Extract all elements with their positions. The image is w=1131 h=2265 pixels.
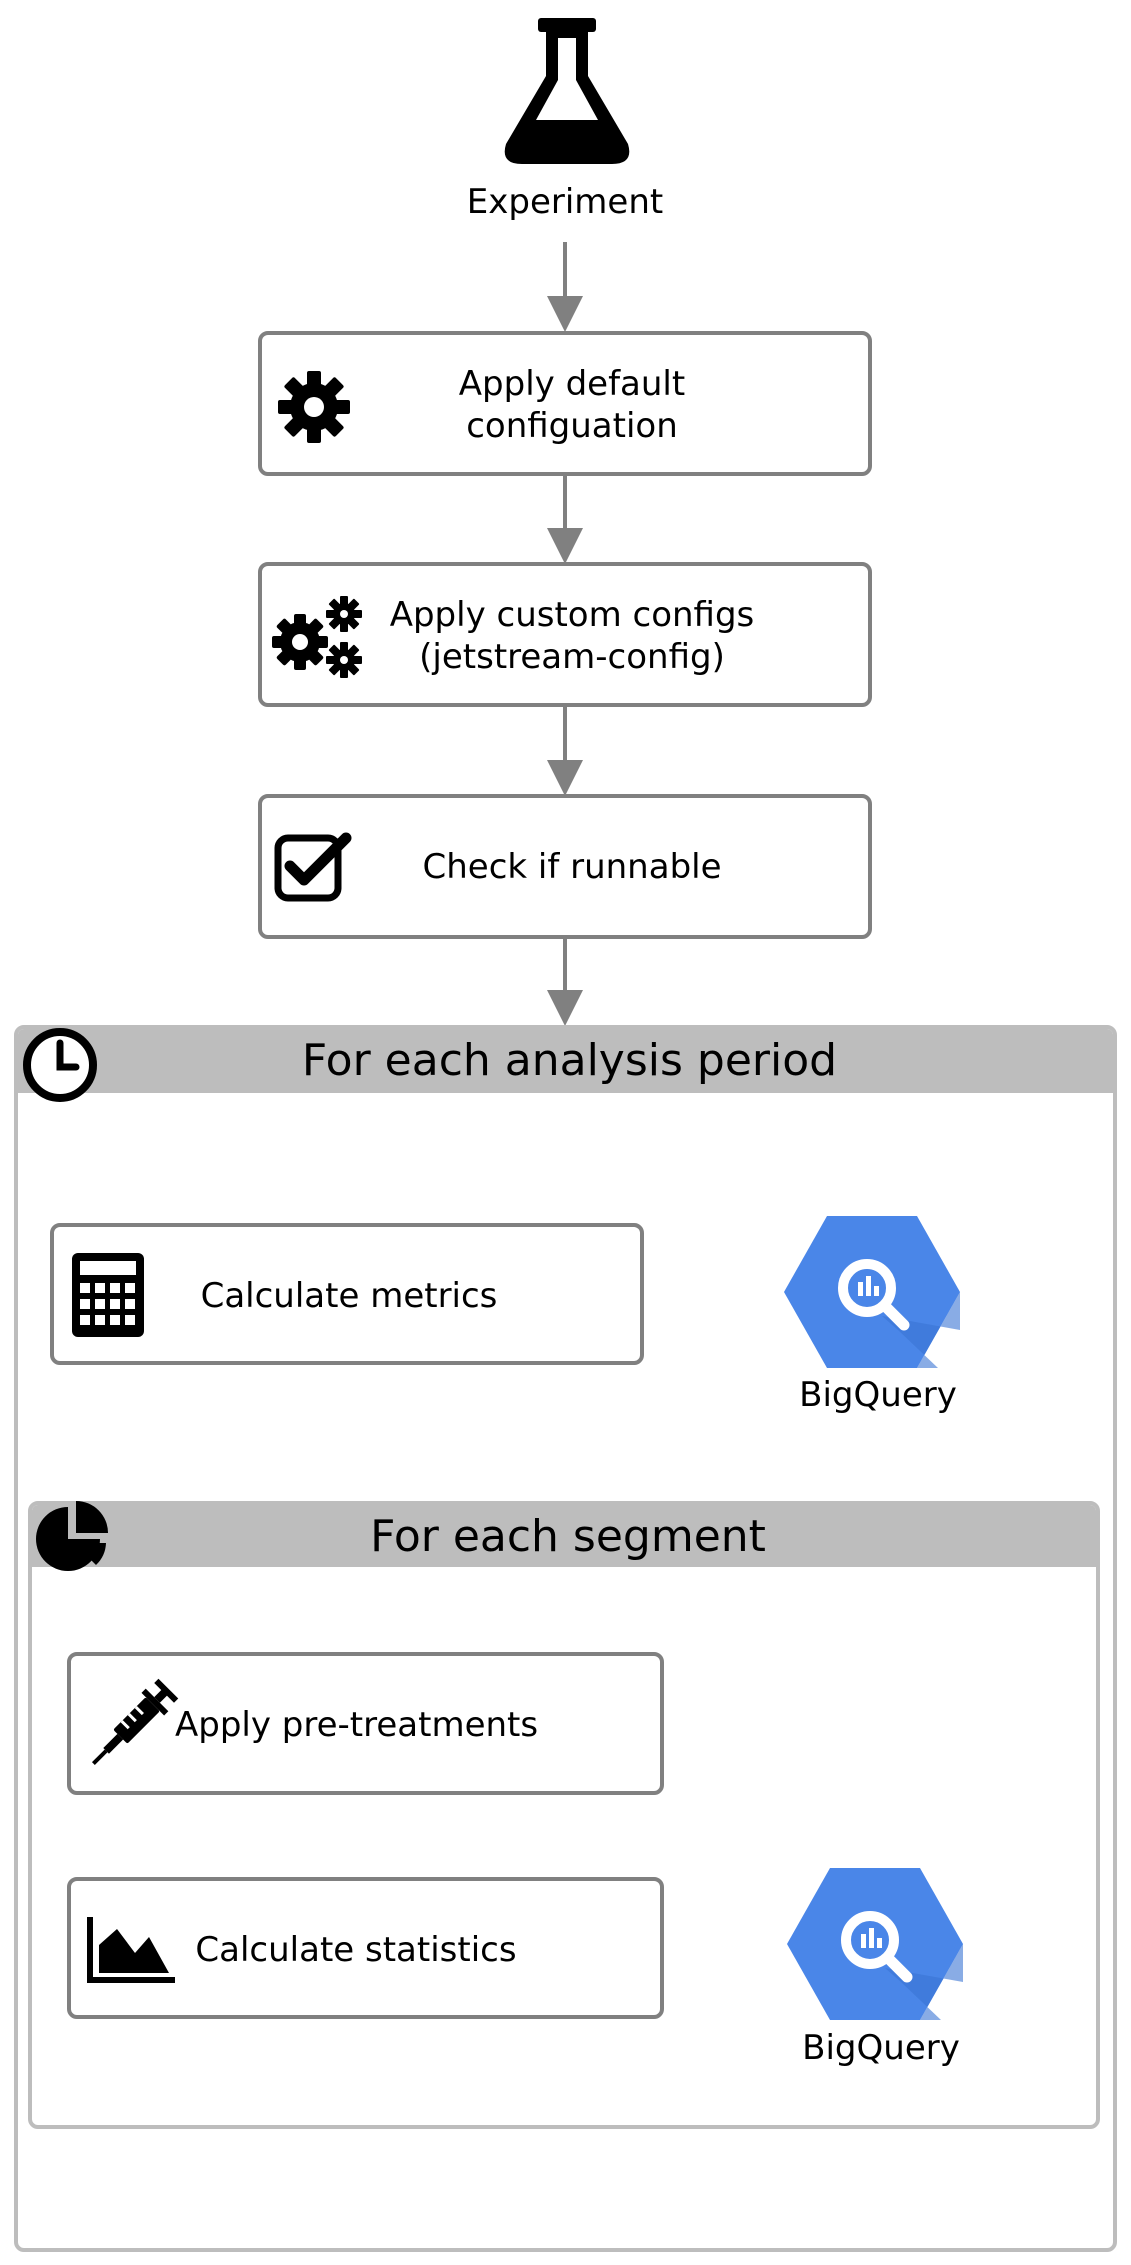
- apply-custom-line2: (jetstream-config): [419, 637, 725, 677]
- flask-icon: [504, 18, 630, 164]
- pie-chart-icon: [36, 1501, 108, 1571]
- apply-pretreatments-label: Apply pre-treatments: [175, 1705, 539, 1745]
- calculate-metrics-box: Calculate metrics: [50, 1223, 644, 1365]
- experiment-label: Experiment: [466, 182, 664, 222]
- apply-pretreatments-box: Apply pre-treatments: [67, 1652, 664, 1795]
- syringe-icon: [91, 1678, 179, 1766]
- checkbox-icon: [274, 832, 352, 902]
- calculator-icon: [72, 1253, 144, 1337]
- segment-header: [32, 1505, 1096, 1567]
- arrowhead: [547, 296, 583, 332]
- bigquery-icon: [787, 1868, 963, 2020]
- calculate-statistics-label: Calculate statistics: [195, 1930, 517, 1970]
- clock-icon: [23, 1028, 97, 1102]
- apply-default-line1: Apply default: [458, 364, 686, 404]
- calculate-statistics-box: Calculate statistics: [67, 1877, 664, 2019]
- bigquery-icon: [784, 1216, 960, 1368]
- apply-default-line2: configuation: [466, 406, 678, 446]
- arrowhead: [547, 760, 583, 796]
- arrowhead: [547, 990, 583, 1026]
- segment-title: For each segment: [370, 1511, 766, 1562]
- apply-custom-configs-box: Apply custom configs (jetstream-config): [258, 562, 872, 707]
- apply-custom-line1: Apply custom configs: [389, 595, 755, 635]
- analysis-period-header: [18, 1029, 1113, 1093]
- apply-default-config-box: Apply default configuation: [258, 331, 872, 476]
- analysis-period-title: For each analysis period: [301, 1035, 838, 1086]
- bigquery-label-2: BigQuery: [802, 2028, 960, 2068]
- check-runnable-box: Check if runnable: [258, 794, 872, 939]
- arrowhead: [547, 528, 583, 564]
- area-chart-icon: [87, 1917, 175, 1983]
- check-runnable-label: Check if runnable: [422, 847, 722, 887]
- gears-icon: [272, 596, 362, 678]
- gear-icon: [278, 371, 350, 443]
- bigquery-node-2: BigQuery: [771, 1864, 991, 2084]
- experiment-node: Experiment: [440, 14, 690, 234]
- calculate-metrics-label: Calculate metrics: [200, 1276, 498, 1316]
- bigquery-node-1: BigQuery: [768, 1212, 988, 1432]
- segment-group: For each segment: [28, 1501, 1100, 2129]
- bigquery-label-1: BigQuery: [799, 1375, 957, 1415]
